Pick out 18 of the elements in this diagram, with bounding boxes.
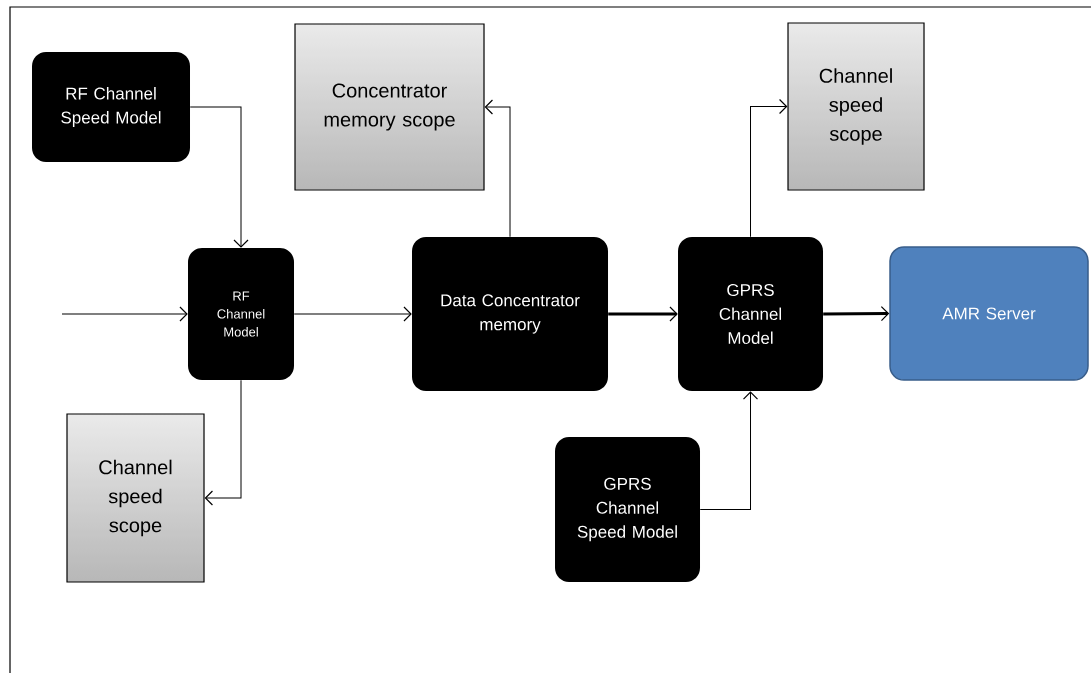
arrow <box>608 306 678 322</box>
scope-box: Concentrator memory scope <box>294 23 485 191</box>
model-box: RF Channel Speed Model <box>32 52 190 162</box>
arrow <box>293 306 412 322</box>
scope-box: Channel speed scope <box>66 413 205 583</box>
arrow <box>750 98 788 238</box>
arrow <box>484 99 511 238</box>
arrow <box>204 379 242 506</box>
arrow <box>699 391 759 510</box>
server-box: AMR Server <box>889 246 1089 381</box>
model-box: RF Channel Model <box>188 248 294 380</box>
arrow <box>189 106 249 248</box>
scope-box: Channel speed scope <box>787 22 925 191</box>
model-box: GPRS Channel Speed Model <box>555 437 700 582</box>
arrow <box>823 305 890 322</box>
arrow <box>61 306 188 322</box>
model-box: Data Concentrator memory <box>412 237 608 391</box>
model-box: GPRS Channel Model <box>678 237 823 391</box>
